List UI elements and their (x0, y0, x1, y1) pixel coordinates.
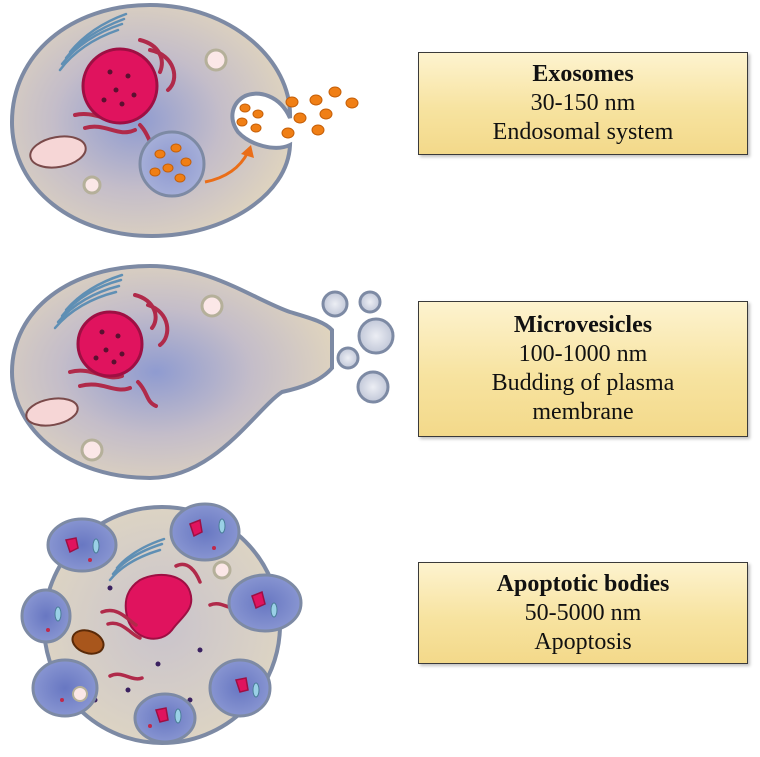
apoptotic-bodies-size: 50-5000 nm (524, 599, 642, 626)
microvesicles-origin-line1: Budding of plasma (491, 370, 675, 396)
exosomes-origin: Endosomal system (492, 119, 674, 145)
fragmented-nucleus (124, 573, 193, 640)
nucleus (81, 47, 159, 125)
vesicle-illustration (9, 2, 395, 745)
nucleus (76, 310, 144, 378)
microvesicles-title: Microvesicles (513, 312, 653, 338)
released-exosomes (281, 86, 359, 139)
released-microvesicles (321, 290, 395, 404)
microvesicles-label-box: Microvesicles 100-1000 nm Budding of pla… (418, 301, 748, 437)
mitochondrion (29, 135, 87, 169)
mitochondrion (25, 397, 79, 427)
exosome-cell (9, 2, 359, 239)
apoptotic-bodies-label-box: Apoptotic bodies 50-5000 nm Apoptosis (418, 562, 748, 664)
microvesicle-cell (9, 263, 395, 481)
fusion-arrow (204, 151, 250, 184)
microvesicles-size: 100-1000 nm (518, 341, 648, 367)
apoptotic-bodies-title: Apoptotic bodies (496, 570, 670, 597)
exosomes-label-box: Exosomes 30-150 nm Endosomal system (418, 52, 748, 155)
multivesicular-body (138, 130, 206, 198)
apoptotic-cell (20, 502, 303, 745)
apoptotic-bodies-origin: Apoptosis (534, 628, 632, 655)
mitochondrion (71, 629, 105, 655)
exosomes-size: 30-150 nm (530, 90, 636, 116)
exosomes-title: Exosomes (532, 61, 634, 87)
microvesicles-origin-line2: membrane (532, 399, 634, 425)
